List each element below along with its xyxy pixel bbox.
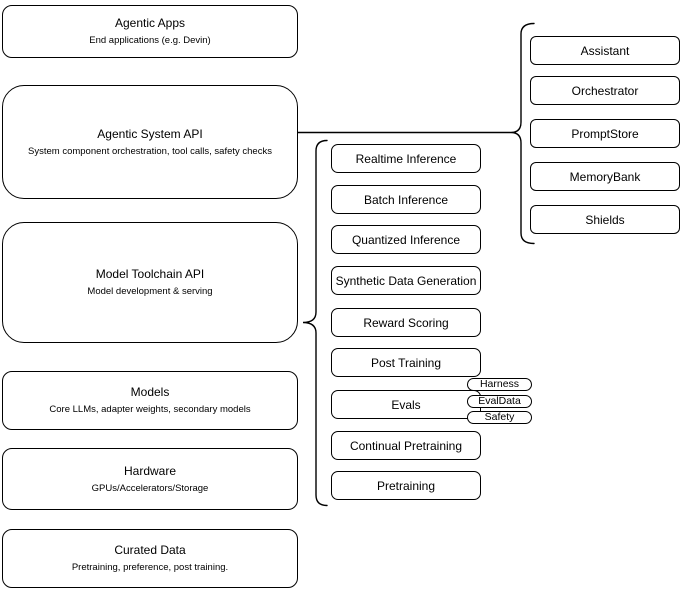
node-title: Agentic System API [97,126,203,141]
node-orchestrator: Orchestrator [530,76,680,105]
node-reward-scoring: Reward Scoring [331,308,481,337]
node-hardware: Hardware GPUs/Accelerators/Storage [2,448,298,510]
node-agentic-system-api: Agentic System API System component orch… [2,85,298,199]
tag-safety: Safety [467,411,532,424]
node-curated-data: Curated Data Pretraining, preference, po… [2,529,298,588]
node-post-training: Post Training [331,348,481,377]
node-models: Models Core LLMs, adapter weights, secon… [2,371,298,430]
node-assistant: Assistant [530,36,680,65]
node-quantized-inference: Quantized Inference [331,225,481,254]
node-agentic-apps: Agentic Apps End applications (e.g. Devi… [2,5,298,58]
tag-harness: Harness [467,378,532,391]
node-synthetic-data-generation: Synthetic Data Generation [331,266,481,295]
node-title: Curated Data [114,543,186,557]
node-pretraining: Pretraining [331,471,481,500]
node-subtitle: Core LLMs, adapter weights, secondary mo… [49,404,251,415]
node-realtime-inference: Realtime Inference [331,144,481,173]
node-evals: Evals [331,390,481,419]
node-model-toolchain-api: Model Toolchain API Model development & … [2,222,298,343]
node-title: Models [130,385,170,399]
node-title: Model Toolchain API [95,267,205,281]
node-shields: Shields [530,205,680,234]
node-continual-pretraining: Continual Pretraining [331,431,481,460]
node-subtitle: Pretraining, preference, post training. [71,562,229,573]
node-subtitle: End applications (e.g. Devin) [89,35,211,46]
node-title: Hardware [123,463,177,478]
node-title: Agentic Apps [114,16,186,30]
node-promptstore: PromptStore [530,119,680,148]
brace-system-components [510,22,535,245]
node-subtitle: System component orchestration, tool cal… [28,145,272,157]
node-subtitle: Model development & serving [87,286,213,297]
node-subtitle: GPUs/Accelerators/Storage [91,482,209,494]
tag-evaldata: EvalData [467,395,532,408]
node-memorybank: MemoryBank [530,162,680,191]
brace-toolchain-services [302,139,328,507]
node-batch-inference: Batch Inference [331,185,481,214]
